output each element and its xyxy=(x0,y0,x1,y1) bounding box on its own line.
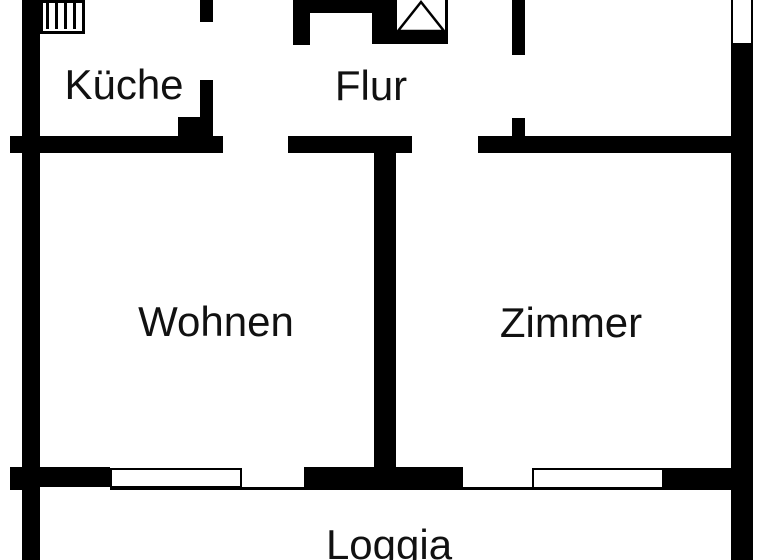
wall-bottom-left xyxy=(40,467,110,487)
wall-bottom-right xyxy=(664,468,731,489)
wall-topright-room-left-lower xyxy=(512,118,525,136)
radiator-icon xyxy=(40,0,85,34)
wall-kitchen-right-foot xyxy=(178,117,213,137)
wall-right-exterior xyxy=(731,43,753,560)
room-label-room: Zimmer xyxy=(499,299,643,346)
wall-hall-top-bar xyxy=(300,0,376,13)
room-label-loggia: Loggia xyxy=(325,521,453,560)
wall-bottom-left-cap xyxy=(10,467,40,490)
wall-divider-living-room xyxy=(374,136,396,471)
window-living-room xyxy=(110,468,242,488)
wall-bottom-center xyxy=(304,467,463,489)
window-room xyxy=(532,468,664,489)
wall-entry-block xyxy=(372,0,396,44)
wall-horizontal-hall-bottom-right xyxy=(478,136,742,153)
wall-horizontal-kitchen-bottom xyxy=(10,136,223,153)
wall-shaft-bottom-bar xyxy=(395,32,448,44)
window-top-right xyxy=(731,0,753,45)
room-label-living: Wohnen xyxy=(138,298,294,345)
wall-kitchen-right-mid xyxy=(200,80,213,118)
room-label-hall: Flur xyxy=(334,62,408,109)
shaft-triangle-icon xyxy=(394,0,448,35)
wall-topright-room-left-upper xyxy=(512,0,525,55)
wall-kitchen-right-top xyxy=(200,0,213,22)
room-label-kitchen: Küche xyxy=(64,61,184,108)
radiator-hatch-lines xyxy=(46,3,79,29)
